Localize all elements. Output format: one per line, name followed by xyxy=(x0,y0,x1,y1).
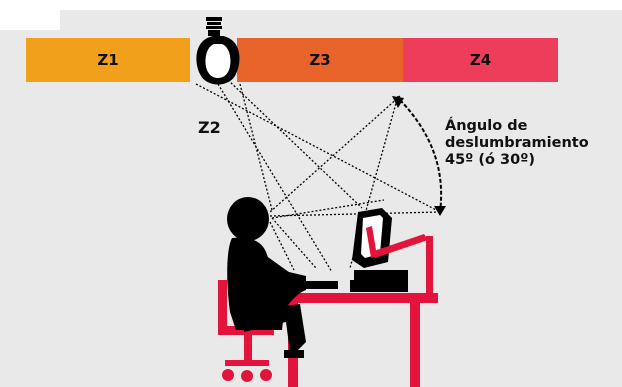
document-holder-arm xyxy=(371,234,428,258)
line-of-sight-keyboard xyxy=(271,217,317,269)
ray-z4-to-head xyxy=(269,95,401,213)
ray-lamp-to-screen xyxy=(195,83,441,213)
person-head xyxy=(227,197,269,241)
glare-caption-line-2: deslumbramiento xyxy=(445,135,589,151)
line-of-sight-desk xyxy=(269,221,295,271)
person-silhouette xyxy=(227,197,312,358)
person-arm xyxy=(254,250,312,290)
zone-z1-bar: Z1 xyxy=(26,38,190,82)
chair-base xyxy=(225,360,269,366)
glare-angle-caption: Ángulo de deslumbramiento 45º (ó 30º) xyxy=(445,118,589,169)
ray-lamp-to-head xyxy=(239,83,273,211)
keyboard xyxy=(300,281,338,289)
desk-leg-right xyxy=(410,300,420,387)
top-left-white-corner xyxy=(0,0,60,30)
document-holder-clip xyxy=(366,226,377,258)
zone-z3-bar: Z3 xyxy=(237,38,403,82)
ray-lamp-to-desk xyxy=(217,83,333,273)
line-of-sight-horizontal xyxy=(269,211,441,217)
person-foot xyxy=(284,350,304,358)
zone-z3-label: Z3 xyxy=(309,51,331,69)
person-legs xyxy=(240,304,306,352)
glare-angle-arc xyxy=(399,99,443,213)
computer-base-unit xyxy=(350,280,408,292)
chair-wheel-right xyxy=(260,369,272,381)
document-holder-post xyxy=(426,236,433,296)
chair-post xyxy=(244,334,252,364)
zone-z4-label: Z4 xyxy=(469,51,492,69)
document-holder xyxy=(366,226,433,296)
zone-z2-label: Z2 xyxy=(198,118,221,137)
monitor-stand xyxy=(354,270,408,280)
ray-lamp-to-monitor xyxy=(227,79,363,209)
chair-backrest xyxy=(218,280,227,332)
light-bulb-icon xyxy=(196,17,240,85)
desk-top xyxy=(288,293,438,303)
glare-caption-line-1: Ángulo de xyxy=(445,118,528,134)
glare-arc-arrowhead-bottom xyxy=(434,206,446,216)
desk xyxy=(288,293,438,387)
chair-wheel-left xyxy=(222,369,234,381)
top-white-strip xyxy=(0,0,622,10)
zone-z1-label: Z1 xyxy=(97,51,119,69)
glare-caption-line-3: 45º (ó 30º) xyxy=(445,152,536,168)
glare-arc-arrowhead-top xyxy=(392,96,404,108)
zone-z4-bar: Z4 xyxy=(403,38,558,82)
line-of-sight-monitor xyxy=(271,199,385,219)
chair-wheel-center xyxy=(241,370,253,382)
